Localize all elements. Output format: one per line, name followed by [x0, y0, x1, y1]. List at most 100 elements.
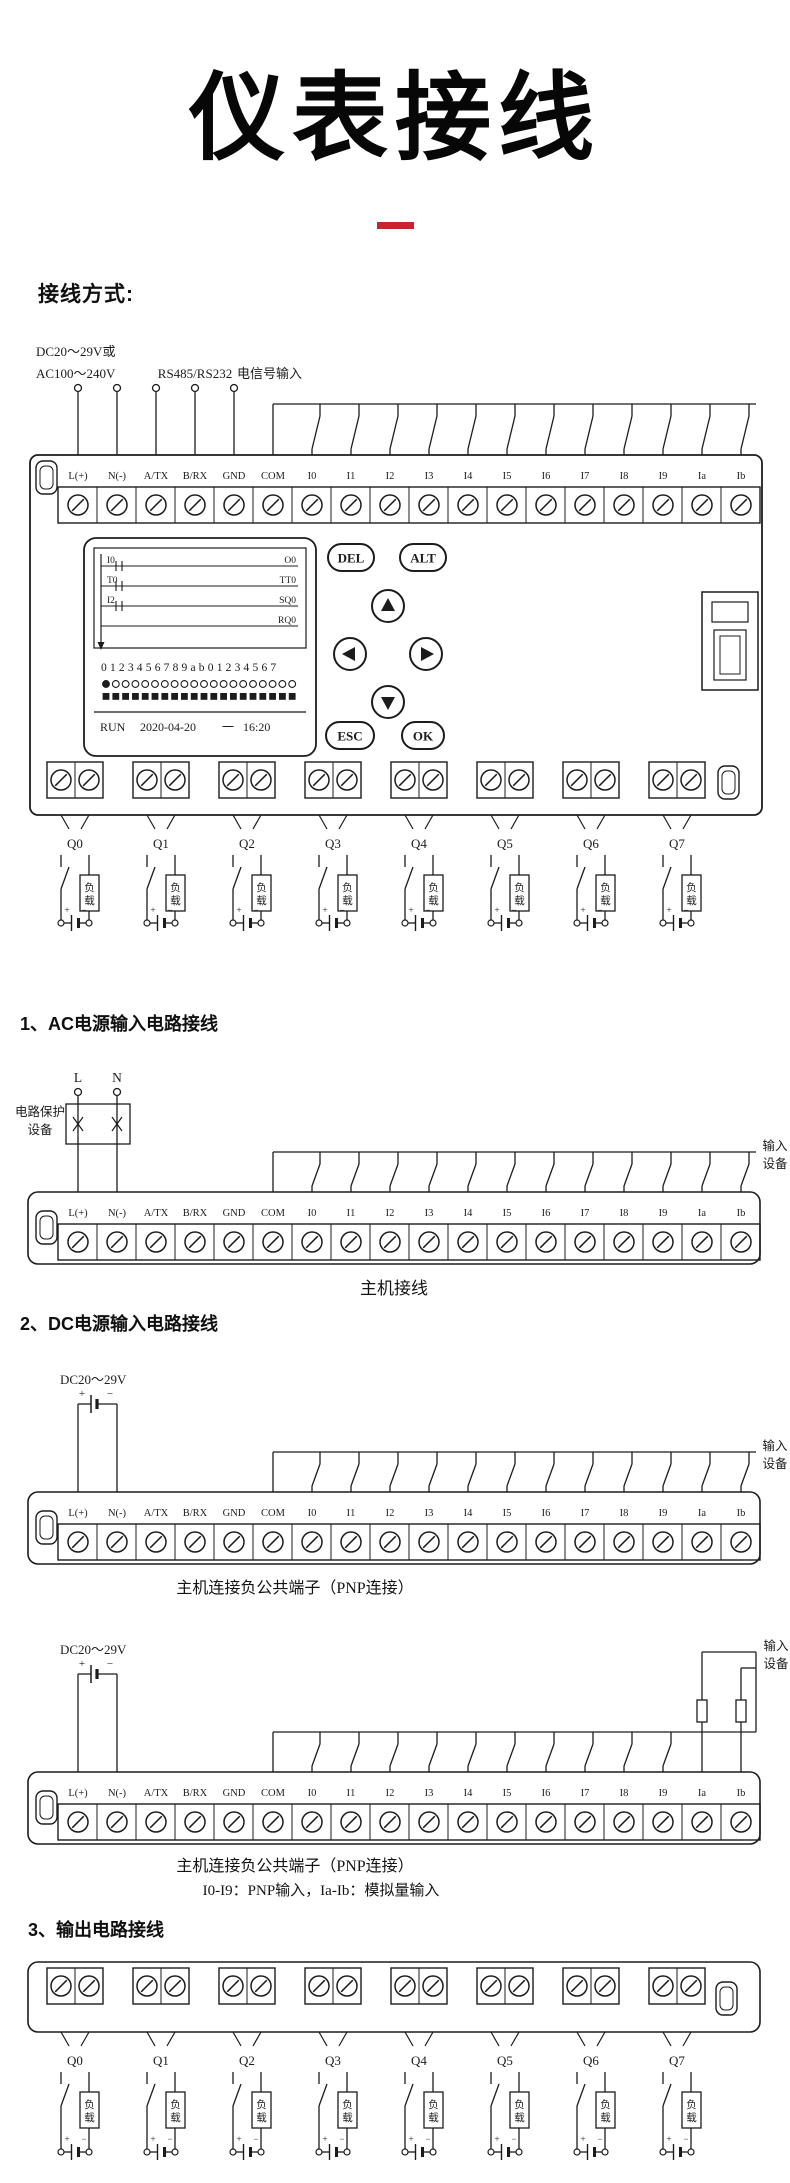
svg-text:I5: I5 [503, 1508, 512, 1519]
svg-text:载: 载 [342, 895, 353, 907]
wiring-method-heading: 接线方式: [38, 283, 134, 306]
svg-text:COM: COM [261, 1508, 286, 1519]
svg-text:I0: I0 [308, 1508, 317, 1519]
svg-text:Q2: Q2 [239, 2053, 255, 2068]
svg-text:RQ0: RQ0 [278, 616, 296, 626]
svg-text:Ib: Ib [737, 471, 746, 482]
svg-text:Q7: Q7 [669, 836, 685, 851]
svg-text:B/RX: B/RX [183, 471, 208, 482]
svg-text:−: − [81, 2134, 86, 2144]
svg-text:载: 载 [84, 2112, 95, 2124]
pnp-caption-2: 主机连接负公共端子（PNP连接） [176, 1858, 414, 1875]
svg-text:COM: COM [261, 1208, 286, 1219]
svg-text:+: + [666, 2134, 671, 2144]
svg-text:I7: I7 [581, 471, 590, 482]
svg-text:I1: I1 [347, 471, 356, 482]
svg-text:电路保护: 电路保护 [15, 1104, 65, 1119]
svg-text:COM: COM [261, 1788, 286, 1799]
svg-text:Q5: Q5 [497, 2053, 513, 2068]
svg-text:Q0: Q0 [67, 2053, 83, 2068]
svg-text:负: 负 [514, 2098, 525, 2111]
svg-text:N(-): N(-) [108, 1788, 127, 1799]
svg-text:L(+): L(+) [68, 1208, 88, 1219]
svg-text:B/RX: B/RX [183, 1508, 208, 1519]
side-connector [701, 591, 759, 691]
section-2-heading: 2、DC电源输入电路接线 [20, 1314, 219, 1334]
svg-text:I1: I1 [347, 1208, 356, 1219]
svg-text:−: − [107, 1388, 113, 1400]
svg-text:载: 载 [256, 2112, 267, 2124]
svg-text:负: 负 [686, 2098, 697, 2111]
svg-text:输入: 输入 [762, 1438, 788, 1453]
svg-text:−: − [511, 905, 516, 915]
svg-text:N: N [112, 1070, 122, 1085]
svg-text:I4: I4 [464, 471, 473, 482]
svg-text:I0: I0 [308, 1208, 317, 1219]
svg-text:I2: I2 [386, 1788, 395, 1799]
svg-text:B/RX: B/RX [183, 1208, 208, 1219]
svg-text:负: 负 [256, 2098, 267, 2111]
svg-text:一: 一 [222, 720, 234, 734]
svg-text:ESC: ESC [337, 729, 362, 744]
svg-text:负: 负 [342, 881, 353, 894]
svg-text:COM: COM [261, 471, 286, 482]
svg-text:Q1: Q1 [153, 836, 169, 851]
svg-text:Q5: Q5 [497, 836, 513, 851]
svg-text:I9: I9 [659, 1788, 668, 1799]
svg-text:2020-04-20: 2020-04-20 [140, 720, 196, 734]
right-arrow-button [409, 637, 443, 671]
svg-text:电信号输入: 电信号输入 [237, 366, 302, 381]
svg-text:I4: I4 [464, 1508, 473, 1519]
svg-text:L: L [74, 1070, 82, 1085]
svg-text:Q3: Q3 [325, 2053, 341, 2068]
svg-text:DC20～29V或: DC20～29V或 [36, 344, 115, 359]
svg-text:Q4: Q4 [411, 836, 427, 851]
svg-text:L(+): L(+) [68, 471, 88, 482]
svg-text:+: + [64, 2134, 69, 2144]
svg-text:载: 载 [428, 895, 439, 907]
svg-text:I7: I7 [581, 1788, 590, 1799]
svg-text:GND: GND [223, 1508, 246, 1519]
svg-text:载: 载 [686, 895, 697, 907]
ok-button: OK [401, 721, 445, 750]
svg-text:载: 载 [686, 2112, 697, 2124]
svg-text:OK: OK [413, 729, 434, 744]
svg-text:设备: 设备 [762, 1156, 788, 1171]
svg-text:负: 负 [256, 881, 267, 894]
svg-text:−: − [253, 2134, 258, 2144]
svg-text:L(+): L(+) [68, 1788, 88, 1799]
svg-text:+: + [64, 905, 69, 915]
svg-text:+: + [322, 905, 327, 915]
svg-text:GND: GND [223, 1788, 246, 1799]
svg-text:+: + [580, 2134, 585, 2144]
svg-text:I5: I5 [503, 1788, 512, 1799]
svg-text:I0: I0 [308, 1788, 317, 1799]
svg-text:I7: I7 [581, 1208, 590, 1219]
svg-text:−: − [425, 2134, 430, 2144]
svg-text:+: + [494, 2134, 499, 2144]
svg-text:−: − [597, 2134, 602, 2144]
svg-text:Ia: Ia [698, 471, 706, 482]
output-load-circuits-2: Q0负载+−Q1负载+−Q2负载+−Q3负载+−Q4负载+−Q5负载+−Q6负载… [57, 2031, 702, 2160]
svg-text:Q6: Q6 [583, 836, 599, 851]
svg-text:−: − [253, 905, 258, 915]
svg-text:I2: I2 [386, 1208, 395, 1219]
svg-text:Q2: Q2 [239, 836, 255, 851]
up-arrow-button [371, 589, 405, 623]
svg-text:−: − [167, 905, 172, 915]
svg-text:B/RX: B/RX [183, 1788, 208, 1799]
svg-text:载: 载 [514, 895, 525, 907]
esc-button: ESC [325, 721, 375, 750]
svg-text:I8: I8 [620, 1208, 629, 1219]
svg-text:I6: I6 [542, 1508, 551, 1519]
svg-text:+: + [408, 905, 413, 915]
svg-text:设备: 设备 [27, 1122, 53, 1137]
svg-text:设备: 设备 [763, 1656, 789, 1671]
svg-text:I8: I8 [620, 1508, 629, 1519]
